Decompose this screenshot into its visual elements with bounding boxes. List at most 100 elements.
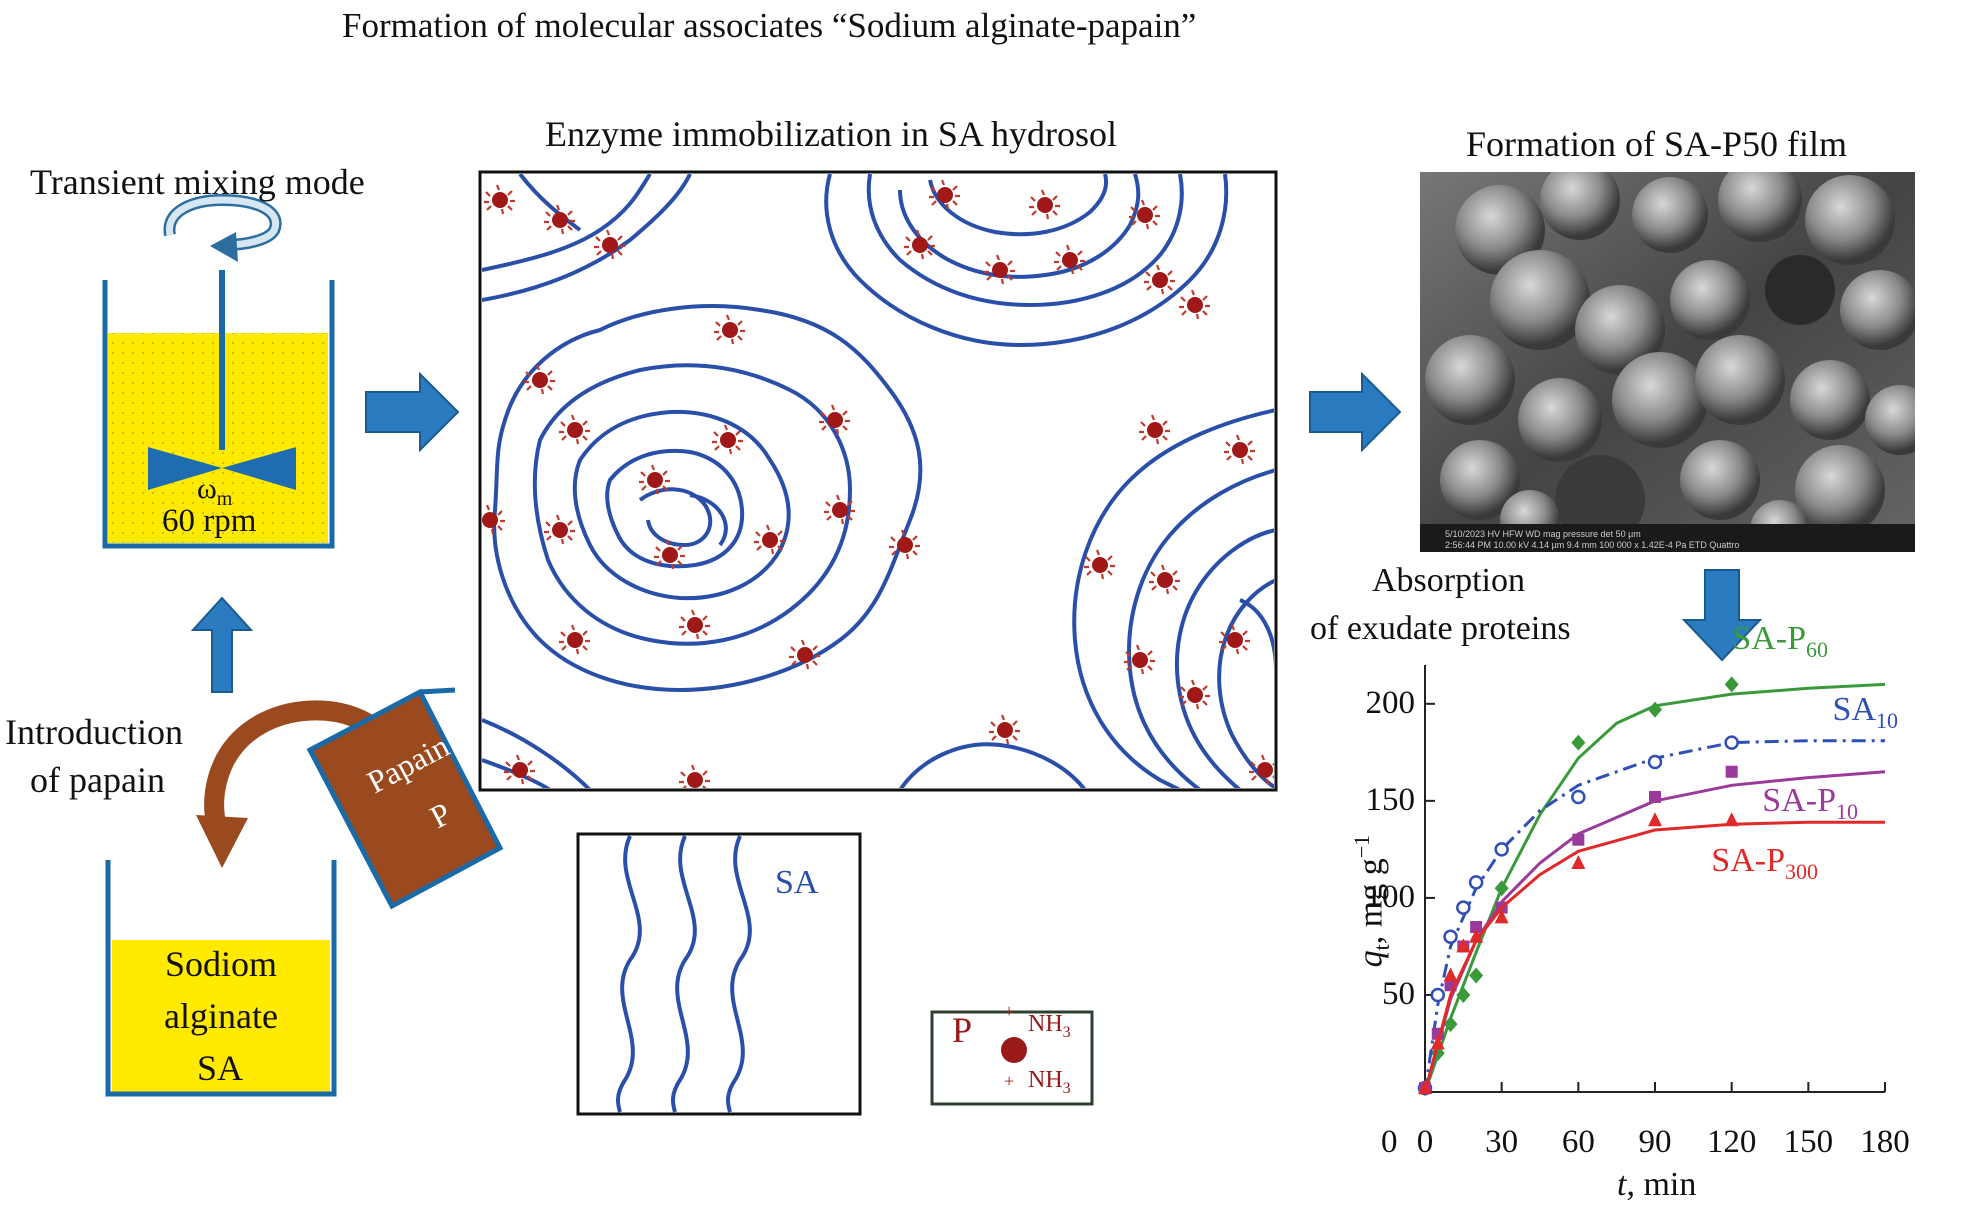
point-diamond (1494, 880, 1509, 897)
sa-legend-box (576, 832, 862, 1116)
sem-metadata: 5/10/2023 HV HFW WD mag pressure det 50 … (1445, 529, 1641, 539)
point-diamond (1648, 701, 1662, 718)
series-label: SA10 (1728, 693, 1898, 732)
p-legend-label: P (952, 1010, 973, 1050)
series-label: SA-P60 (1658, 622, 1828, 661)
x-tick-label: 60 (1561, 1124, 1595, 1160)
point-circle (1443, 929, 1458, 944)
sem-image (1420, 172, 1915, 552)
point-square (1649, 790, 1661, 803)
y-tick-label: 200 (1365, 684, 1416, 721)
p-legend-group-bottom: NH3 (1028, 1068, 1071, 1097)
reactor-beaker (102, 270, 335, 549)
hydrosol-panel (478, 170, 1278, 792)
point-diamond (1469, 967, 1484, 984)
p-legend-box (930, 1010, 1094, 1106)
alginate-line2: alginate (164, 996, 278, 1036)
right-arrow-icon-2 (1309, 371, 1402, 453)
x-tick-label: 30 (1485, 1124, 1519, 1160)
point-square (1725, 765, 1738, 778)
series-name: SA-P (1762, 782, 1836, 819)
point-triangle (1418, 1080, 1432, 1095)
y-axis-label: qt, mg g−1 (1349, 811, 1395, 991)
x-tick-label: 0 (1416, 1124, 1434, 1160)
sem-metadata-2: 2:56:44 PM 10.00 kV 4.14 µm 9.4 mm 100 0… (1445, 540, 1740, 550)
point-circle (1724, 735, 1739, 750)
point-triangle (1469, 928, 1484, 943)
x-axis-label: t, min (1617, 1168, 1696, 1202)
point-diamond (1456, 986, 1471, 1003)
series-line-0 (1423, 682, 1886, 1093)
rotation-icon (163, 193, 282, 262)
y-tick-label: 150 (1365, 781, 1416, 818)
figure-title: Formation of molecular associates “Sodiu… (342, 6, 1197, 45)
series-name: SA-P (1711, 842, 1785, 879)
x-tick-label: 180 (1860, 1124, 1910, 1160)
point-triangle (1724, 812, 1739, 827)
hydrosol-title: Enzyme immobilization in SA hydrosol (545, 114, 1117, 154)
series-subscript: 10 (1836, 798, 1858, 824)
x-axis-var: t (1617, 1166, 1627, 1203)
point-circle (1430, 987, 1446, 1003)
papain-bag (306, 687, 504, 910)
p-legend-plus-top: + (1004, 1001, 1015, 1021)
y-tick-label: 50 (1382, 975, 1415, 1012)
point-circle (1468, 875, 1484, 890)
absorption-line1: Absorption (1372, 562, 1525, 599)
absorption-chart (1417, 665, 1886, 1097)
omega-symbol: ω (197, 472, 217, 505)
p-legend-plus-bottom: + (1004, 1071, 1015, 1091)
nh-sub-2: 3 (1062, 1079, 1071, 1097)
x-axis-unit: , min (1626, 1166, 1697, 1203)
point-diamond (1443, 1016, 1458, 1033)
point-triangle (1443, 967, 1458, 982)
series-name: SA (1832, 691, 1876, 728)
film-title: Formation of SA-P50 film (1466, 124, 1848, 164)
series-label: SA-P10 (1688, 784, 1858, 823)
series-subscript: 60 (1806, 636, 1828, 662)
absorption-line2: of exudate proteins (1310, 610, 1571, 647)
papain-step-line2: of papain (30, 760, 165, 800)
papain-step-line1: Introduction (5, 712, 183, 752)
point-diamond (1571, 734, 1586, 751)
alginate-line3: SA (196, 1048, 244, 1088)
point-square (1572, 833, 1585, 846)
x-tick-label: 90 (1638, 1124, 1672, 1160)
point-circle (1494, 842, 1509, 857)
point-triangle (1494, 909, 1509, 924)
series-name: SA-P (1732, 620, 1806, 657)
x-tick-label: 150 (1783, 1124, 1834, 1160)
sa-legend-label: SA (775, 864, 819, 901)
curved-arrow-icon (196, 700, 395, 868)
y-axis-var: q (1352, 950, 1390, 968)
point-diamond (1724, 676, 1739, 693)
series-subscript: 10 (1876, 707, 1898, 733)
point-square (1470, 921, 1483, 934)
y-axis-sub: t (1369, 944, 1395, 951)
series-label: SA-P300 (1648, 844, 1818, 883)
x-tick-label: 120 (1706, 1124, 1757, 1160)
point-triangle (1648, 812, 1662, 827)
right-arrow-icon (365, 371, 460, 453)
point-circle (1571, 789, 1586, 805)
point-circle (1456, 900, 1471, 915)
alginate-line1: Sodiom (164, 944, 278, 984)
p-legend-group-top: NH3 (1028, 1012, 1071, 1041)
point-triangle (1456, 938, 1471, 953)
omega-subscript: m (216, 488, 233, 510)
nh-sub: 3 (1062, 1023, 1071, 1041)
series-subscript: 300 (1785, 858, 1818, 884)
omega-label: ωm (197, 472, 233, 510)
point-triangle (1571, 854, 1586, 869)
alginate-beaker (105, 860, 337, 1097)
point-circle (1647, 754, 1663, 770)
speed-label: 60 rpm (162, 503, 257, 539)
series-line-1 (1423, 739, 1885, 1093)
y-tick-label: 100 (1365, 878, 1416, 915)
up-arrow-icon (190, 596, 254, 693)
down-arrow-icon (1681, 569, 1763, 662)
point-triangle (1430, 1035, 1445, 1050)
nh-text: NH (1028, 1011, 1063, 1037)
